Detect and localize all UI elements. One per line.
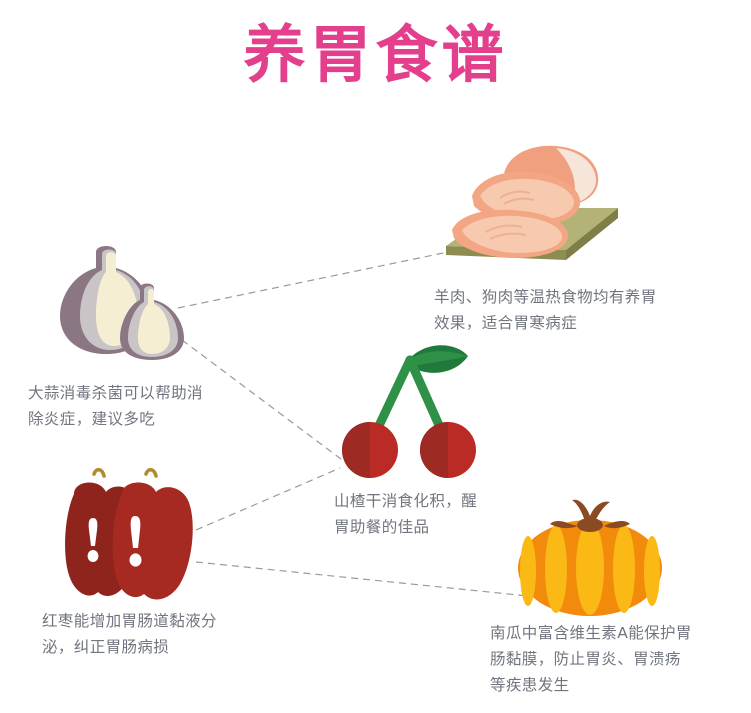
garlic-illustration xyxy=(52,238,200,360)
cherry-illustration xyxy=(330,338,490,482)
meat-illustration xyxy=(438,138,628,266)
apple-illustration xyxy=(58,467,210,608)
note-meat: 羊肉、狗肉等温热食物均有养胃 效果，适合胃寒病症 xyxy=(434,288,657,332)
apple-to-cherry xyxy=(195,467,341,531)
note-cherry: 山楂干消食化积，醒 胃助餐的佳品 xyxy=(334,492,478,536)
pumpkin-illustration xyxy=(508,492,672,620)
note-garlic: 大蒜消毒杀菌可以帮助消 除炎症，建议多吃 xyxy=(28,384,203,428)
page-title: 养胃食谱 xyxy=(243,18,508,91)
apple-to-pumpkin xyxy=(195,561,529,597)
garlic-to-meat xyxy=(177,251,449,309)
note-apple: 红枣能增加胃肠道黏液分 泌，纠正胃肠病损 xyxy=(42,612,217,656)
note-pumpkin: 南瓜中富含维生素A能保护胃 肠黏膜，防止胃炎、胃溃疡 等疾患发生 xyxy=(490,624,692,694)
